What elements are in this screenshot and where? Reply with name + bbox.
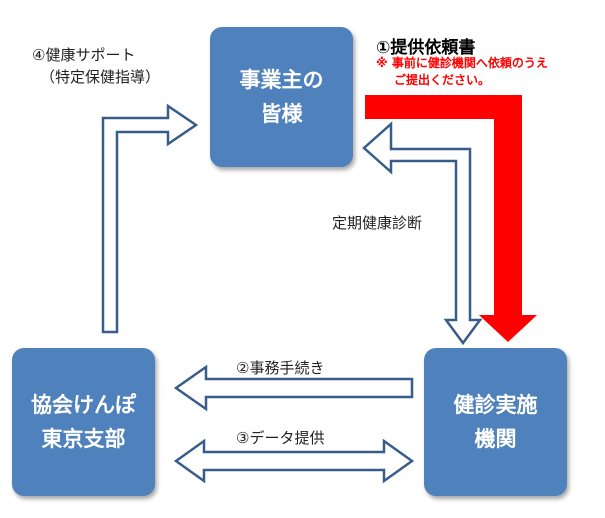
procedures-arrow	[173, 364, 414, 412]
regular-checkup-arrow	[362, 121, 483, 346]
data-provision-arrow	[173, 438, 415, 484]
request-note-line1: ※ 事前に健診機関へ依頼のうえ	[376, 56, 548, 70]
request-arrow[interactable]	[365, 95, 537, 342]
request-note-line2: ご提出ください。	[394, 73, 491, 87]
employer-box: 事業主の 皆様	[210, 27, 353, 167]
data-provision-label: ③データ提供	[236, 429, 325, 447]
health-support-arrow	[101, 103, 199, 334]
clinic-label-line2: 機関	[474, 427, 517, 451]
health-support-label: ④健康サポート	[32, 46, 136, 64]
clinic-label-line1: 健診実施	[453, 393, 538, 417]
regular-checkup-label: 定期健康診断	[332, 214, 423, 232]
association-box: 協会けんぽ 東京支部	[12, 348, 155, 496]
association-label-line1: 協会けんぽ	[31, 393, 136, 417]
procedures-label: ②事務手続き	[236, 359, 325, 377]
health-support-sublabel: （特定保健指導）	[40, 68, 161, 86]
employer-label-line1: 事業主の	[239, 68, 324, 92]
association-label-line2: 東京支部	[41, 427, 126, 451]
clinic-box: 健診実施 機関	[424, 348, 567, 496]
request-title: ①提供依頼書	[376, 38, 476, 58]
employer-label-line2: 皆様	[260, 102, 303, 126]
